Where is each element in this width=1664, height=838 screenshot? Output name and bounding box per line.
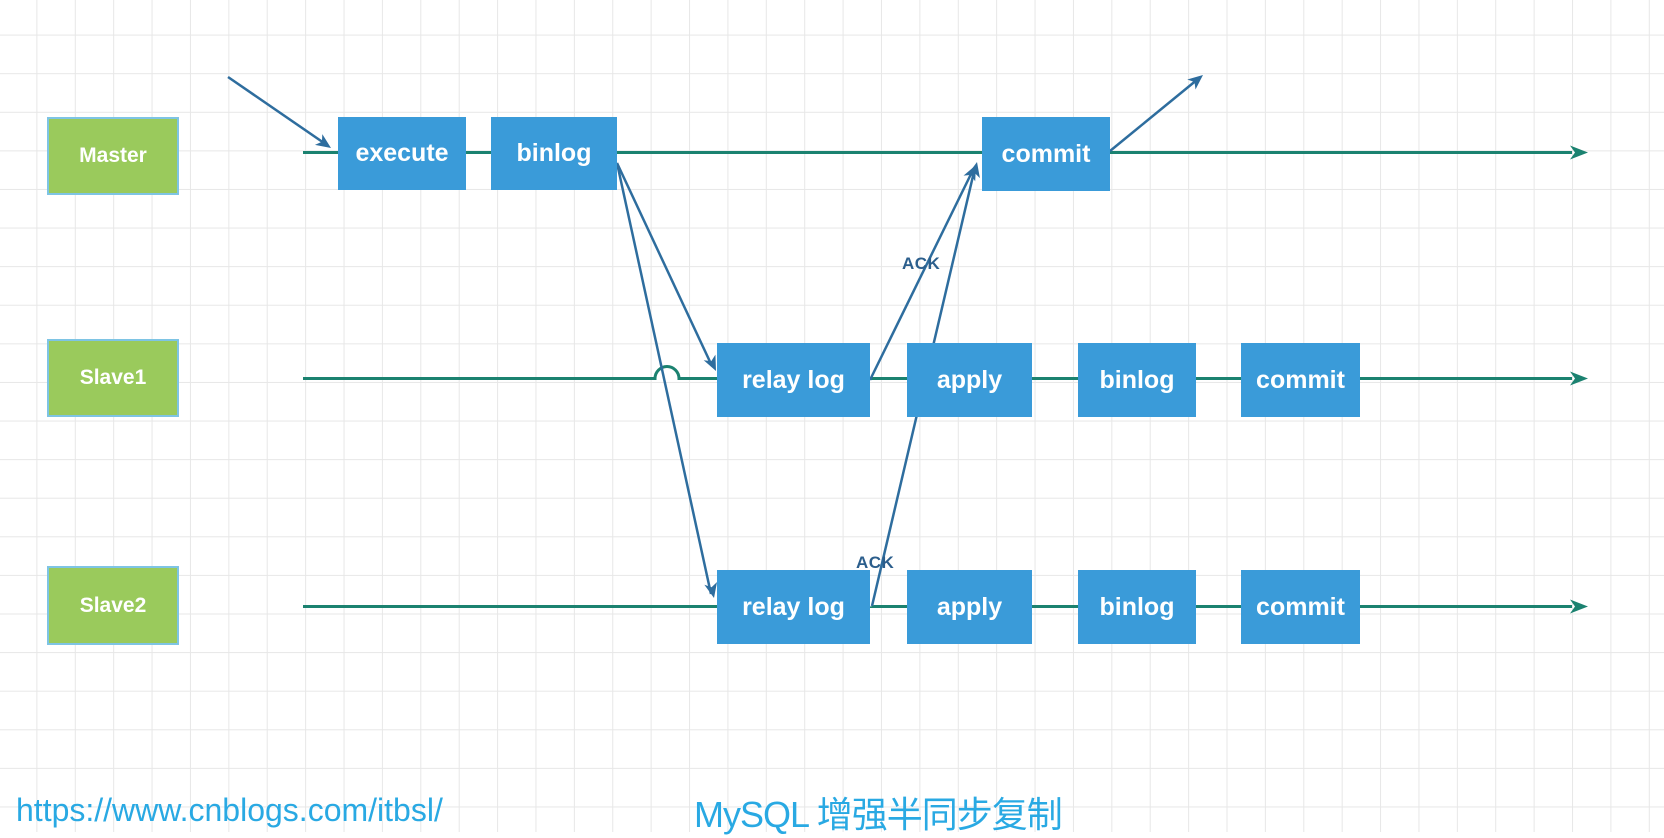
slave1-ack-arrow <box>868 171 974 381</box>
node-slave2: Slave2 <box>47 566 179 645</box>
slave1-timeline-arrow-icon <box>1570 371 1588 386</box>
source-url-text: https://www.cnblogs.com/itbsl/ <box>16 792 443 828</box>
binlog-to-slave1-arrowhead-icon <box>703 354 716 371</box>
master-step-commit: commit <box>982 117 1110 191</box>
master-step-execute-label: execute <box>355 139 449 167</box>
node-slave1: Slave1 <box>47 339 179 417</box>
master-step-commit-label: commit <box>1001 139 1091 168</box>
incoming-transaction-arrow <box>227 75 325 145</box>
binlog-to-slave2-arrowhead-icon <box>704 581 718 598</box>
slave2-step-commit: commit <box>1241 570 1360 644</box>
slave1-step-binlog: binlog <box>1078 343 1196 417</box>
slave1-timeline <box>303 365 1572 380</box>
master-timeline-arrow-icon <box>1570 145 1588 160</box>
diagram-title: MySQL 增强半同步复制 <box>694 794 1063 835</box>
node-slave2-label: Slave2 <box>79 593 147 617</box>
slave2-step-apply-label: apply <box>936 592 1003 621</box>
slave1-step-apply-label: apply <box>936 365 1003 394</box>
slave1-ack-label: ACK <box>902 254 941 273</box>
slave2-ack-label: ACK <box>856 553 895 572</box>
slave2-step-binlog: binlog <box>1078 570 1196 644</box>
slave2-ack-arrowhead-icon <box>967 162 980 179</box>
slave1-step-commit: commit <box>1241 343 1360 417</box>
node-master: Master <box>47 117 179 195</box>
master-step-binlog-label: binlog <box>516 139 592 167</box>
slave1-step-apply: apply <box>907 343 1032 417</box>
master-step-binlog: binlog <box>491 117 617 190</box>
slave1-step-relaylog-label: relay log <box>742 365 845 394</box>
binlog-to-slave2-relaylog-arrow <box>615 162 713 595</box>
slave2-step-commit-label: commit <box>1256 592 1345 621</box>
slave1-step-commit-label: commit <box>1256 365 1345 394</box>
binlog-to-slave1-relaylog-arrow <box>615 162 714 367</box>
commit-return-arrowhead-icon <box>1187 75 1203 90</box>
slave2-step-apply: apply <box>907 570 1032 644</box>
slave1-step-binlog-label: binlog <box>1099 365 1175 394</box>
slave1-step-relaylog: relay log <box>717 343 870 417</box>
slave2-step-relaylog: relay log <box>717 570 870 644</box>
master-step-execute: execute <box>338 117 466 190</box>
node-master-label: Master <box>79 144 147 167</box>
commit-return-arrow <box>1109 78 1199 152</box>
node-slave1-label: Slave1 <box>79 366 147 389</box>
slave2-timeline-arrow-icon <box>1570 599 1588 614</box>
incoming-arrowhead-icon <box>314 134 331 148</box>
slave2-step-relaylog-label: relay log <box>742 592 845 621</box>
slave2-step-binlog-label: binlog <box>1099 592 1175 621</box>
